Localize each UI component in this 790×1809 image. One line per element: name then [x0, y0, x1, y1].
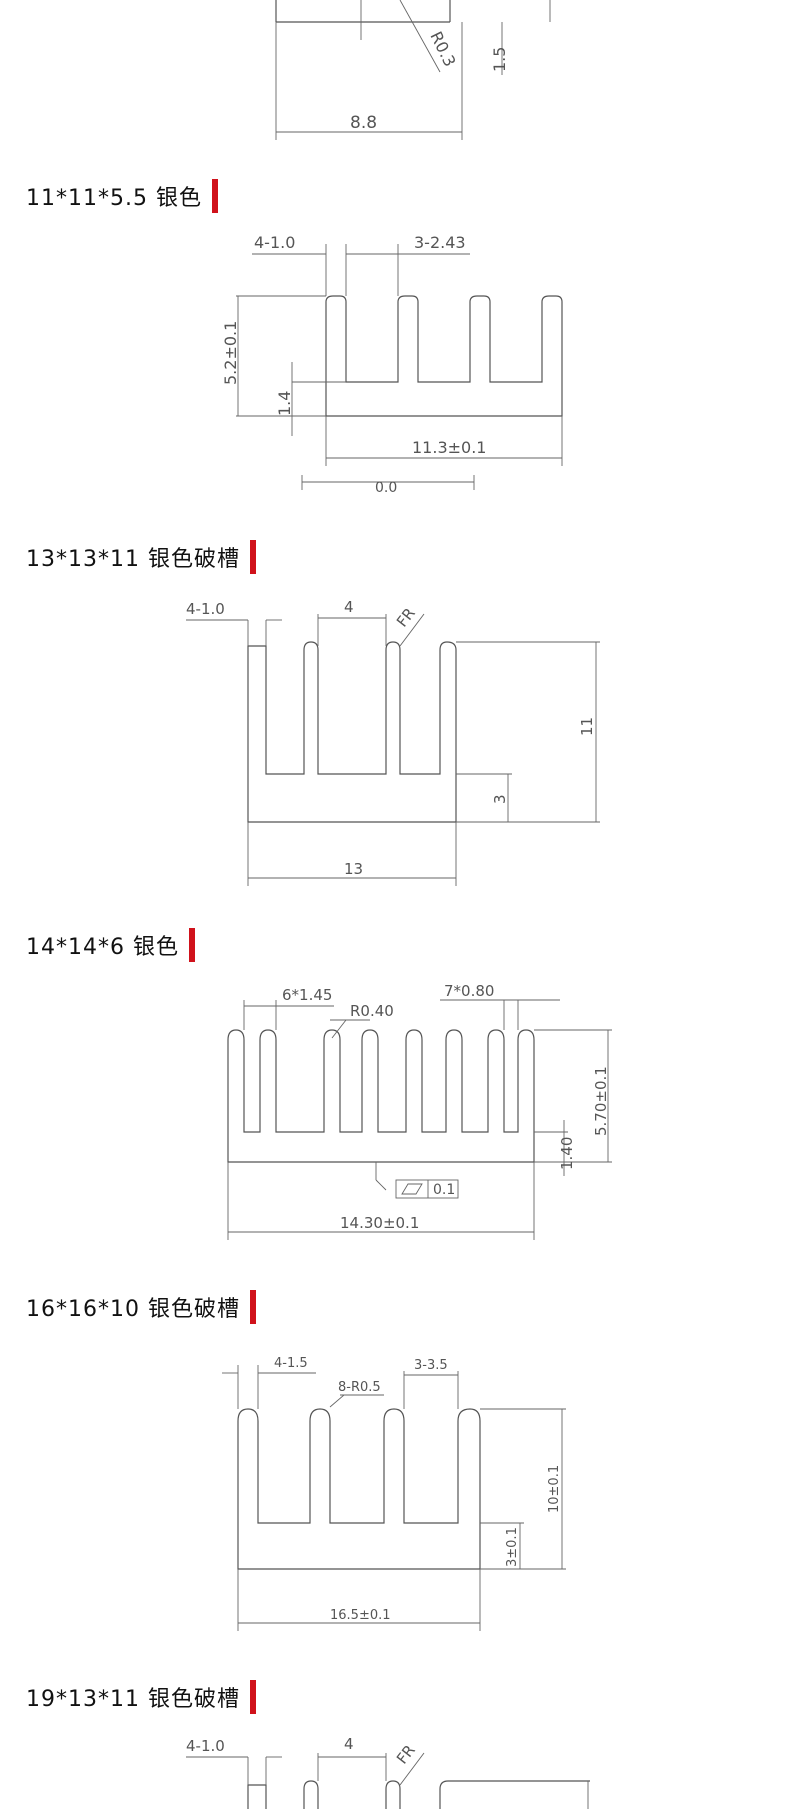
title-accent-bar	[188, 928, 195, 962]
dim-left-height: 5.2±0.1	[221, 321, 240, 385]
dim-right-base: 3	[491, 794, 509, 804]
dim-right-height: 10±0.1	[547, 1465, 562, 1513]
section-title-text: 14*14*6 银色	[26, 935, 179, 960]
dim-right-base: 3±0.1	[505, 1527, 520, 1567]
dim-top-left: 4-1.0	[254, 233, 295, 252]
section-title-text: 13*13*11 银色破槽	[26, 547, 240, 572]
bottom-width-label: 8.8	[350, 113, 377, 133]
section-title-19x13: 19*13*11 银色破槽	[26, 1680, 256, 1714]
drawing-13x13: 4-1.0 4 FR 11 3 13	[186, 598, 600, 886]
dim-top-mid: 4	[344, 598, 354, 616]
dim-top-right: 7*0.80	[444, 982, 494, 1000]
section-title-16x16: 16*16*10 银色破槽	[26, 1290, 256, 1324]
section-title-text: 11*11*5.5 银色	[26, 186, 202, 211]
dim-top-left: 4-1.0	[186, 1737, 225, 1755]
dim-bottom-width: 13	[344, 860, 363, 878]
dim-right-base: 1.40	[558, 1137, 576, 1170]
title-accent-bar	[249, 1680, 256, 1714]
title-accent-bar	[249, 540, 256, 574]
section-title-13x13: 13*13*11 银色破槽	[26, 540, 256, 574]
title-accent-bar	[249, 1290, 256, 1324]
dim-radius: R0.40	[350, 1002, 394, 1020]
drawing-top-fragment: R0.3 1.5 8.8	[275, 0, 551, 140]
drawing-11x11: 4-1.0 3-2.43 5.2±0.1 1.4 11.3±0.1 0.0	[221, 233, 563, 496]
drawing-19x13: 4-1.0 4 FR	[186, 1735, 590, 1809]
dim-top-left: 4-1.0	[186, 600, 225, 618]
dim-right-height: 11	[578, 717, 596, 736]
side-label: 1.5	[490, 47, 509, 72]
section-title-text: 19*13*11 银色破槽	[26, 1687, 240, 1712]
dim-radius: 8-R0.5	[338, 1380, 381, 1395]
radius-label: R0.3	[426, 28, 459, 69]
dim-radius: FR	[393, 1741, 419, 1767]
section-title-11x11: 11*11*5.5 银色	[26, 179, 218, 213]
drawing-16x16: 4-1.5 8-R0.5 3-3.5 10±0.1 3±0.1 16.5±0.1	[222, 1356, 566, 1631]
dim-left-base: 1.4	[275, 391, 294, 416]
drawing-14x14: 6*1.45 R0.40 7*0.80 5.70±0.1 1.40 0.1 14…	[227, 982, 612, 1240]
section-title-text: 16*16*10 银色破槽	[26, 1297, 240, 1322]
dim-top-left: 6*1.45	[282, 986, 332, 1004]
title-accent-bar	[211, 179, 218, 213]
dim-top-left: 4-1.5	[274, 1356, 308, 1371]
dim-bottom-width: 14.30±0.1	[340, 1214, 419, 1232]
dim-bottom-width: 16.5±0.1	[330, 1608, 391, 1623]
dim-bottom-extra: 0.0	[375, 480, 397, 496]
dim-top-right: 3-2.43	[414, 233, 466, 252]
dim-flatness: 0.1	[433, 1182, 455, 1198]
dim-bottom-width: 11.3±0.1	[412, 438, 486, 457]
section-title-14x14: 14*14*6 银色	[26, 928, 195, 962]
dim-right-height: 5.70±0.1	[592, 1066, 610, 1136]
dim-top-right: 3-3.5	[414, 1358, 448, 1373]
dim-top-mid: 4	[344, 1735, 354, 1753]
